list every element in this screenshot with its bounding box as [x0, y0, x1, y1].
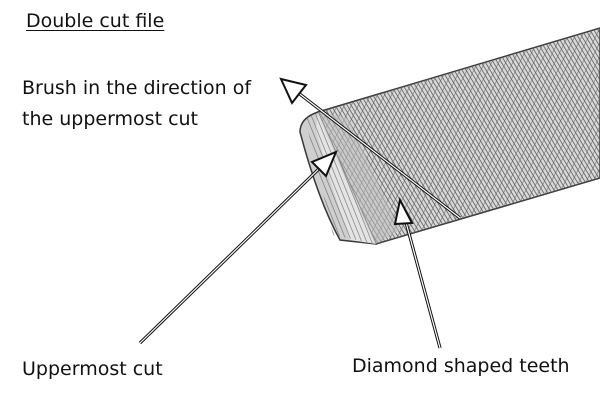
diamond-teeth-label: Diamond shaped teeth: [352, 355, 570, 377]
brush-label-line-1: Brush in the direction of: [22, 77, 252, 99]
cut-line: [78, 0, 278, 400]
cut-line: [305, 112, 376, 244]
cut-line: [523, 28, 600, 244]
uppermost-cut-label: Uppermost cut: [22, 358, 163, 380]
cut-line: [483, 28, 600, 244]
cut-line: [99, 0, 299, 400]
cut-line: [318, 28, 513, 244]
hollow-arrowhead-icon: [279, 77, 308, 105]
hollow-arrowhead-icon: [310, 150, 338, 178]
cut-line: [305, 112, 376, 244]
cut-line: [85, 0, 285, 400]
cut-line: [318, 28, 321, 244]
cut-line: [318, 28, 517, 244]
cut-line: [511, 28, 600, 244]
cut-line: [92, 0, 292, 400]
cut-line: [479, 28, 600, 244]
diamond-teeth-arrow: [393, 197, 442, 349]
cut-line: [318, 28, 357, 244]
cut-line: [399, 28, 600, 244]
cut-line: [71, 0, 271, 400]
cut-line: [305, 112, 376, 244]
cut-line: [350, 28, 552, 244]
uppermost-cut-arrow: [138, 150, 338, 345]
cut-line: [57, 0, 257, 400]
cut-line: [378, 28, 580, 244]
cut-line: [357, 28, 559, 244]
brush-label-line-2: the uppermost cut: [22, 108, 199, 130]
hollow-arrowhead-icon: [393, 197, 414, 226]
cut-line: [487, 28, 600, 244]
cut-line: [413, 28, 600, 244]
cut-line: [551, 28, 600, 244]
cut-line: [343, 28, 545, 244]
cut-line: [318, 28, 345, 244]
cut-line: [515, 28, 600, 244]
cut-line: [495, 28, 600, 244]
cut-line: [406, 28, 600, 244]
cut-line: [392, 28, 594, 244]
cut-line: [531, 28, 600, 244]
cut-line: [420, 28, 600, 244]
cut-line: [318, 28, 335, 244]
cut-line: [507, 28, 600, 244]
cut-line: [318, 28, 342, 244]
cut-line: [305, 112, 376, 244]
cut-line: [499, 28, 600, 244]
cut-line: [305, 112, 321, 244]
file-shadow-strip: [318, 112, 400, 244]
cut-line: [318, 28, 349, 244]
diagram-title: Double cut file: [26, 10, 165, 32]
cut-line: [503, 28, 600, 244]
cut-line: [535, 28, 600, 244]
cut-line: [318, 28, 517, 244]
cut-line: [318, 28, 341, 244]
cut-line: [106, 0, 306, 400]
brush-direction-arrow: [279, 77, 461, 220]
cut-line: [318, 28, 353, 244]
brush-direction-label: Brush in the direction of the uppermost …: [22, 73, 292, 135]
cut-line: [329, 28, 531, 244]
cut-line: [385, 28, 587, 244]
cut-line: [364, 28, 566, 244]
cut-line: [318, 28, 328, 244]
cut-line: [555, 28, 600, 244]
cut-line: [50, 0, 250, 400]
cut-line: [318, 28, 510, 244]
cut-line: [539, 28, 600, 244]
cut-line: [322, 28, 524, 244]
cut-line: [527, 28, 600, 244]
cut-line: [371, 28, 573, 244]
cut-line: [543, 28, 600, 244]
cut-line: [64, 0, 264, 400]
